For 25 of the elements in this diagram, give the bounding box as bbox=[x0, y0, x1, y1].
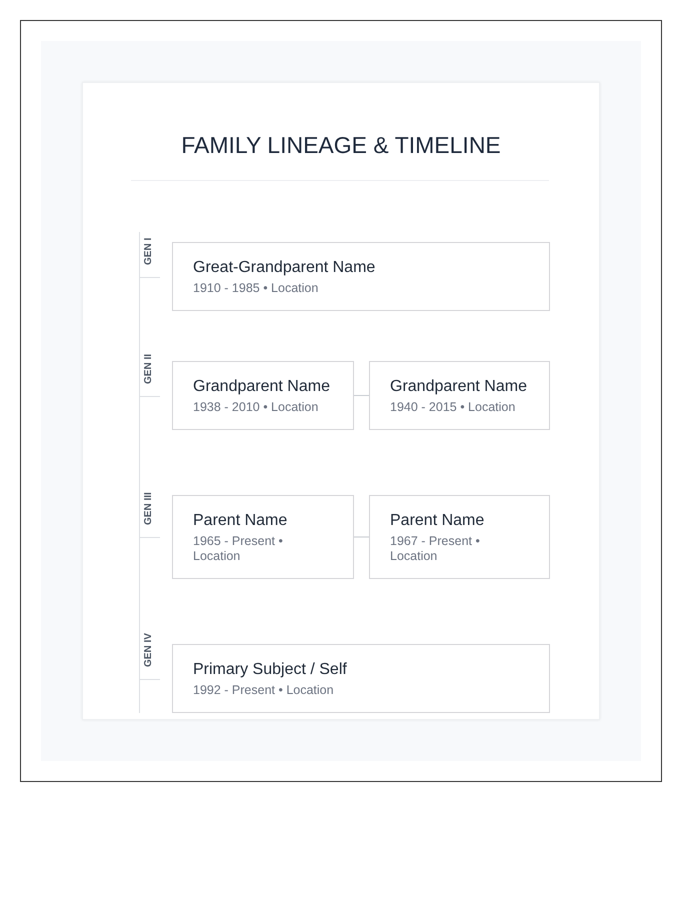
spouse-link-line bbox=[354, 536, 370, 538]
person-card bbox=[172, 242, 550, 311]
life-dates: 1992 - Present • Location bbox=[193, 683, 335, 698]
person-name: Grandparent Name bbox=[193, 377, 331, 396]
life-dates: 1967 - Present • Location bbox=[390, 534, 481, 564]
life-dates: 1965 - Present • Location bbox=[193, 534, 284, 564]
person-card bbox=[172, 495, 354, 579]
spouse-link-line bbox=[354, 395, 370, 396]
person-card bbox=[172, 361, 354, 430]
person-name: Primary Subject / Self bbox=[193, 660, 348, 679]
title: FAMILY LINEAGE & TIMELINE bbox=[181, 132, 501, 158]
person-name: Parent Name bbox=[193, 511, 288, 530]
person-card bbox=[369, 361, 550, 430]
person-card bbox=[172, 644, 550, 713]
generation-label: GEN I bbox=[143, 236, 154, 265]
person-name: Grandparent Name bbox=[390, 377, 528, 396]
life-dates: 1940 - 2015 • Location bbox=[390, 400, 516, 415]
generation-label: GEN II bbox=[143, 352, 154, 384]
life-dates: 1910 - 1985 • Location bbox=[193, 281, 320, 296]
generation-label: GEN III bbox=[143, 491, 154, 525]
generation-label: GEN IV bbox=[143, 632, 154, 667]
person-name: Great-Grandparent Name bbox=[193, 258, 376, 277]
life-dates: 1938 - 2010 • Location bbox=[193, 400, 320, 415]
person-name: Parent Name bbox=[390, 511, 486, 530]
person-card bbox=[369, 495, 550, 579]
